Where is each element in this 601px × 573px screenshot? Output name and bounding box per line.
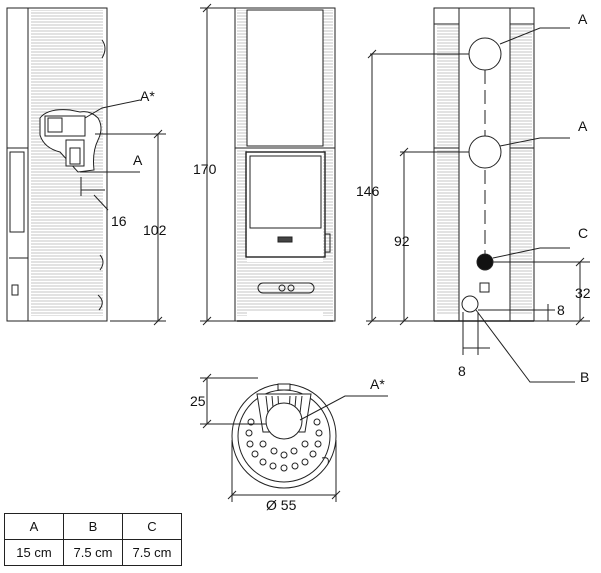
label-a-mid: A [578,118,588,134]
table-header-a: A [4,513,64,540]
table-value-b: 7.5 cm [63,539,123,566]
table-header-b: B [63,513,123,540]
dim-16: 16 [111,213,127,229]
flue-spec-table: A B C 15 cm 7.5 cm 7.5 cm [4,513,182,566]
front-view [200,3,336,326]
dim-25: 25 [190,393,206,409]
dim-102: 102 [143,222,167,238]
table-row: 15 cm 7.5 cm 7.5 cm [4,539,182,566]
dim-8-right: 8 [557,302,565,318]
label-a-top: A [578,11,588,27]
label-a-star-top: A* [370,376,385,392]
label-a-star-side: A* [140,88,155,104]
top-view [200,373,388,502]
side-view [6,7,166,326]
dim-diameter-55: Ø 55 [266,497,297,513]
table-value-c: 7.5 cm [122,539,182,566]
back-view [366,7,590,383]
dim-8-bottom: 8 [458,363,466,379]
table-header-row: A B C [4,513,182,540]
dim-146: 146 [356,183,380,199]
label-a-side: A [133,152,143,168]
label-c: C [578,225,588,241]
table-header-c: C [122,513,182,540]
dim-92: 92 [394,233,410,249]
dim-32: 32 [575,285,591,301]
table-value-a: 15 cm [4,539,64,566]
label-b: B [580,369,589,385]
dim-170: 170 [193,161,217,177]
